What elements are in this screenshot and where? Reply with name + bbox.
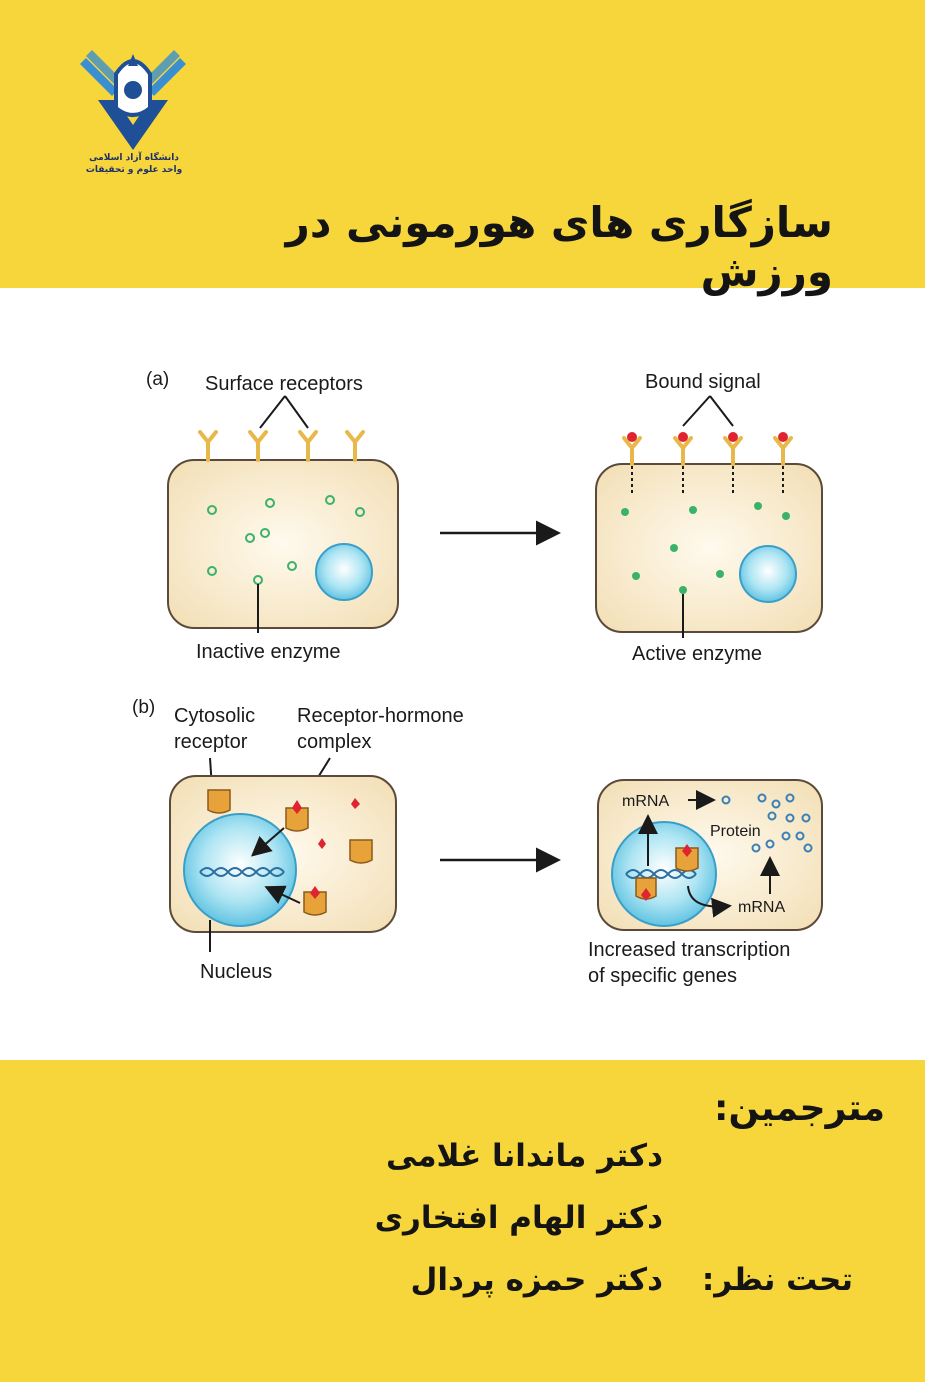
bound-signal-label: Bound signal [645,371,761,393]
university-name-line-1: دانشگاه آزاد اسلامی [89,153,179,163]
bound-signal-pointer [682,395,734,427]
dna-to-mrna-arrow [687,885,732,918]
nucleus-label: Nucleus [200,961,272,983]
cytosolic-receptor-label-line-1: Cytosolic [174,705,255,727]
hormone-red-icons [292,798,360,899]
active-cell [595,463,823,633]
complex-to-dna-arrow [264,885,301,904]
nucleus-b-right [611,821,717,927]
book-title: سازگاری های هورمونی در ورزش [285,198,833,296]
cytosolic-receptor-label-line-2: receptor [174,731,248,753]
active-enzyme-label: Active enzyme [632,643,762,665]
mrna-bottom-label: mRNA [738,899,785,916]
nucleus-a-right [739,545,797,603]
receptor-box-icons [207,789,373,916]
surface-receptors-pointer [259,395,309,429]
surface-receptor-icons [198,430,365,462]
top-yellow-band [0,0,925,288]
bound-receptor-icons [622,436,793,466]
receptor-hormone-complex-label-line-1: Receptor-hormone [297,705,464,727]
increased-transcription-line-2: of specific genes [588,965,737,987]
protein-label: Protein [710,823,761,840]
inactive-enzyme-label: Inactive enzyme [196,641,341,663]
hormone-signaling-diagram: (a) Surface receptors Inactive enzyme Bo… [132,369,823,987]
panel-a-label: (a) [146,369,169,390]
university-name-line-2: واحد علوم و تحقیقات [85,165,183,175]
bottom-yellow-band [0,1060,925,1382]
translator-2: دکتر الهام افتخاری [374,1200,663,1236]
complex-to-nucleus-arrow [250,827,285,857]
supervision-label: تحت نظر: [701,1262,853,1298]
university-name: دانشگاه آزاد اسلامی واحد علوم و تحقیقات [84,152,184,176]
hormone-signal-dots [627,432,788,442]
protein-dots-icon [721,793,813,853]
inactive-enzyme-dots [207,495,365,585]
dna-strand-right [625,869,697,879]
active-enzyme-dots [621,502,790,594]
receptor-hormone-complex-label-line-2: complex [297,731,371,753]
surface-receptors-label: Surface receptors [205,373,363,395]
nucleus-a-left [315,543,373,601]
translator-1: دکتر ماندانا غلامی [385,1138,663,1174]
inactive-cell [167,459,399,629]
increased-transcription-line-1: Increased transcription [588,939,790,961]
translators-heading: مترجمین: [714,1088,885,1129]
signal-transduction-lines [631,466,784,494]
supervisor-name: دکتر حمزه پردال [410,1262,663,1298]
figure-panel [0,288,925,1060]
panel-b-label: (b) [132,697,155,718]
mrna-top-label: mRNA [622,793,669,810]
university-logo-icon [80,50,186,150]
